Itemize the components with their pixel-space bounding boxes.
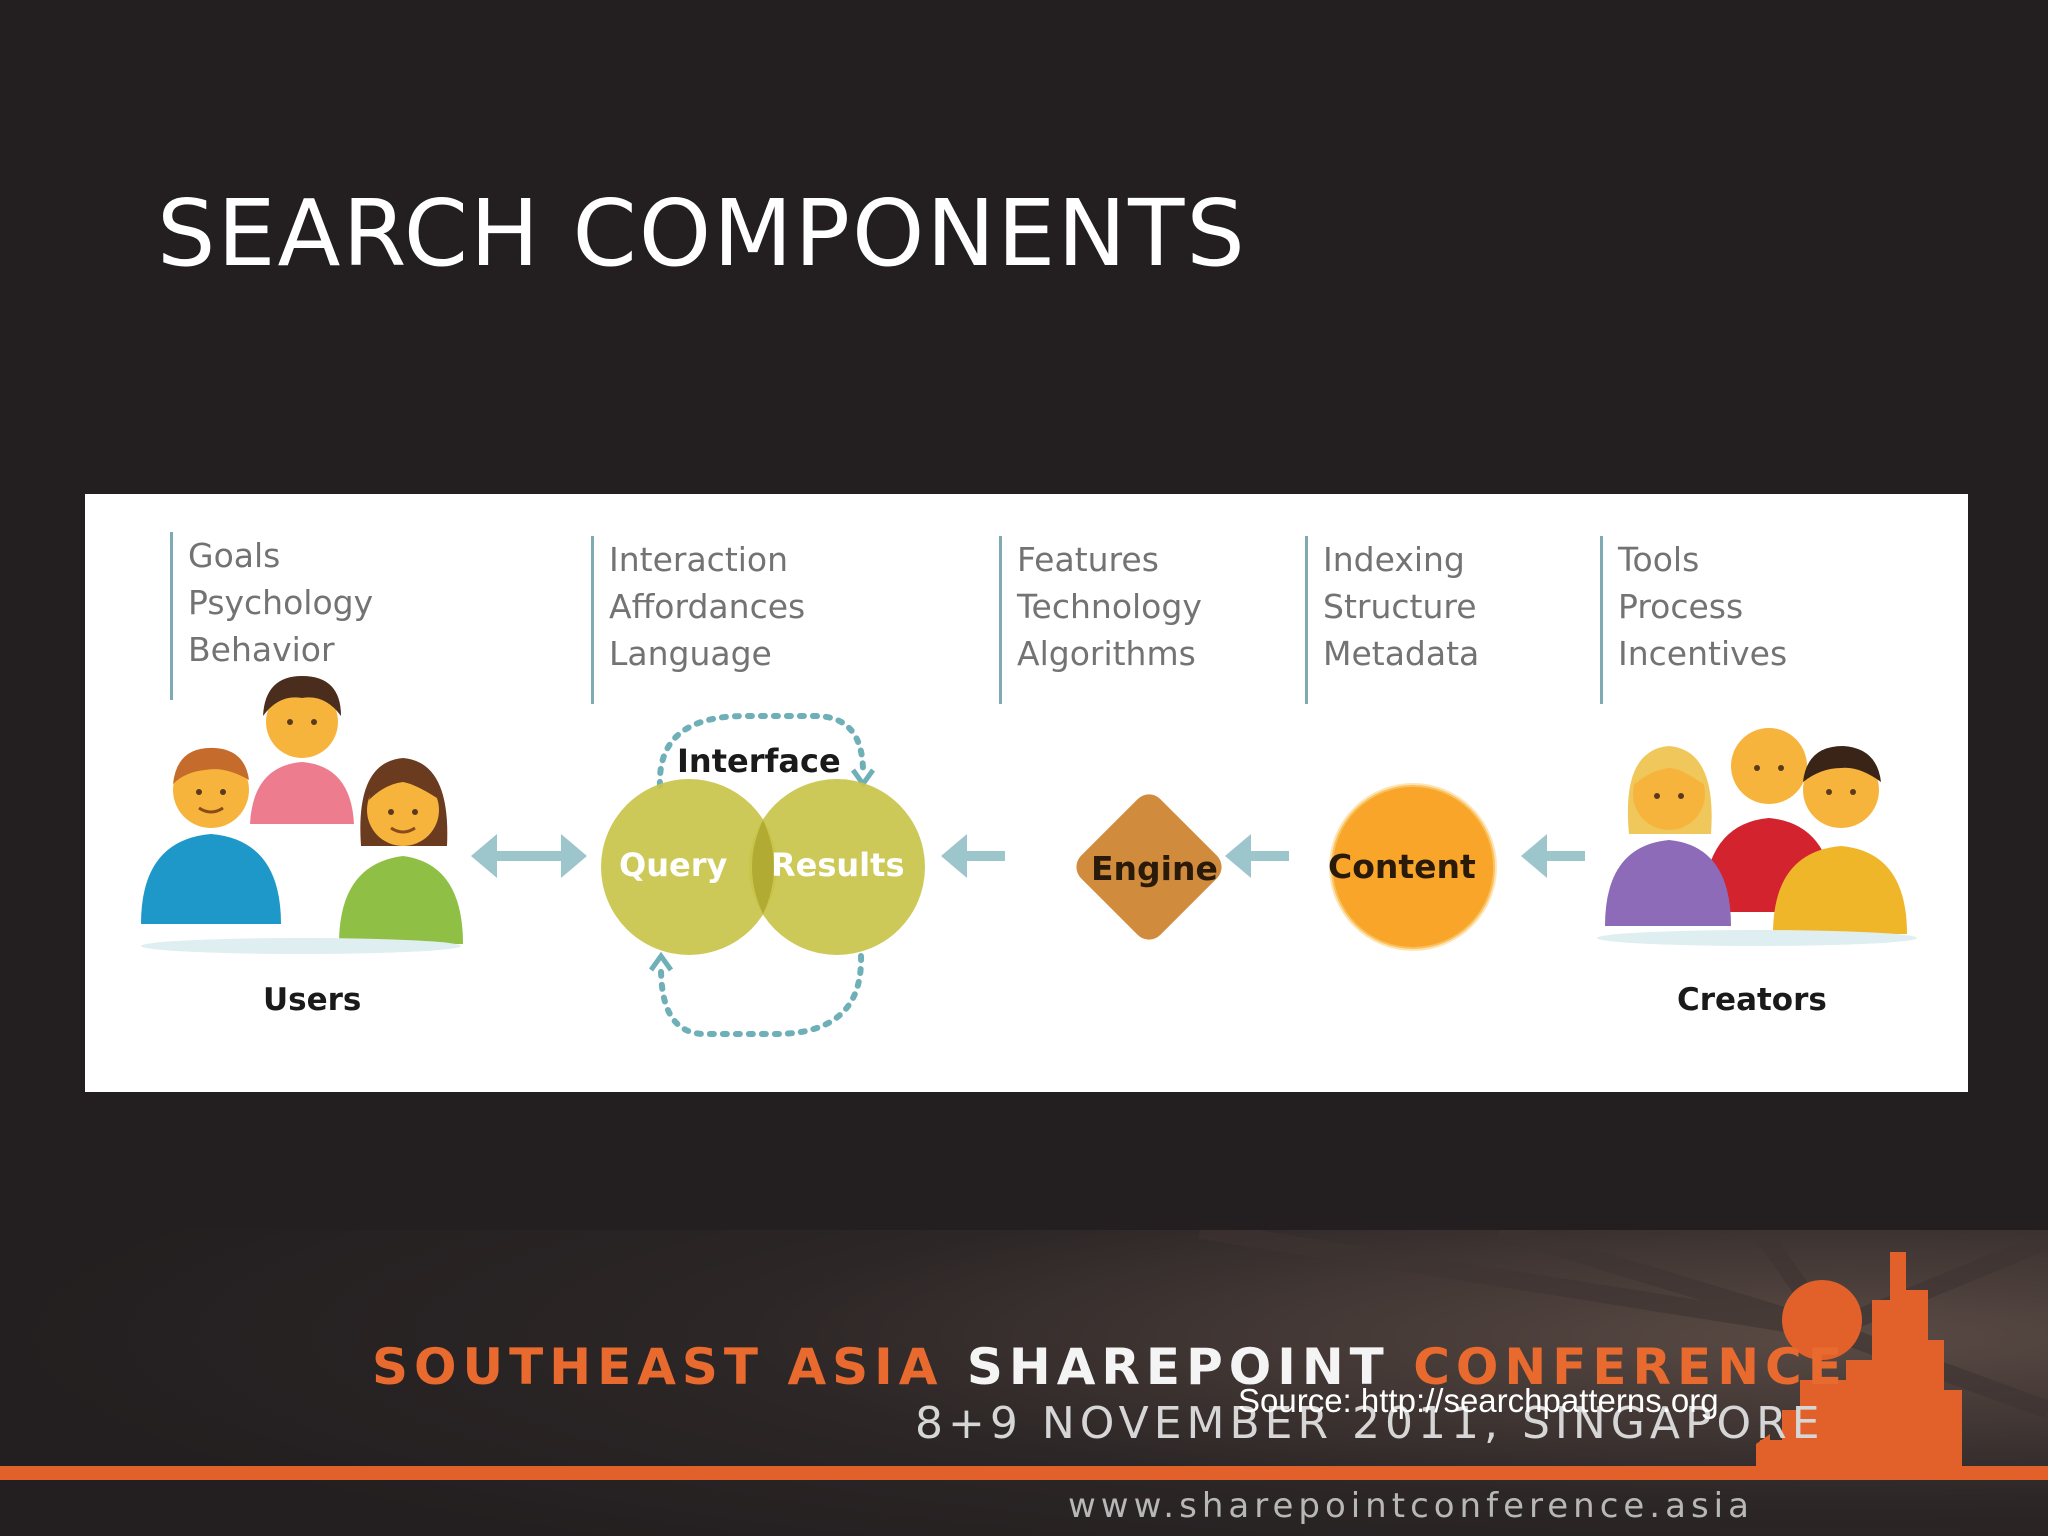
footer-divider [0,1466,2048,1480]
users-people-icon [141,676,463,954]
node-content: Content [1328,847,1476,886]
node-users: Users [263,982,362,1018]
content-circle [1329,783,1497,951]
diagram-illustration [141,676,1917,1037]
conference-date: 8+9 NOVEMBER 2011, SINGAPORE [915,1398,1825,1449]
source-citation: Source: http://searchpatterns.org [1238,1382,1719,1419]
conference-url: www.sharepointconference.asia [1068,1486,1754,1526]
node-engine: Engine [1091,849,1218,888]
label-behavior: Behavior [188,630,335,669]
search-components-diagram: Goals Psychology Behavior Interaction Af… [85,494,1968,1092]
label-algorithms: Algorithms [1017,634,1196,673]
node-creators: Creators [1677,982,1827,1018]
skyline-logo [1756,1252,1962,1466]
arrow-left-icon [1521,834,1585,878]
interface-label-group: Interaction Affordances Language [591,536,805,704]
node-interface: Interface [677,742,841,780]
label-indexing: Indexing [1323,540,1465,579]
label-features: Features [1017,540,1159,579]
node-query: Query [619,846,728,884]
footer-banner [0,1230,2048,1536]
query-results-circles [601,779,925,955]
users-label-group: Goals Psychology Behavior [170,532,373,700]
label-process: Process [1618,587,1744,626]
content-label-group: Indexing Structure Metadata [1305,536,1479,704]
label-incentives: Incentives [1618,634,1788,673]
engine-label-group: Features Technology Algorithms [999,536,1202,704]
creators-label-group: Tools Process Incentives [1600,536,1787,704]
creators-people-icon [1597,728,1917,946]
conference-title-part3: CONFERENCE [1413,1338,1848,1396]
label-metadata: Metadata [1323,634,1480,673]
label-tools: Tools [1618,540,1700,579]
slide-title: SEARCH COMPONENTS [157,180,1247,287]
label-language: Language [609,634,772,673]
label-structure: Structure [1323,587,1477,626]
label-psychology: Psychology [188,583,374,622]
double-arrow-icon [471,834,587,878]
label-affordances: Affordances [609,587,806,626]
conference-title: SOUTHEAST ASIA SHAREPOINT CONFERENCE [372,1338,1848,1396]
arrow-left-icon [1225,834,1289,878]
conference-title-part2: SHAREPOINT [966,1338,1414,1396]
label-interaction: Interaction [609,540,789,579]
arrow-left-icon [941,834,1005,878]
engine-diamond [1076,794,1222,940]
label-goals: Goals [188,536,281,575]
conference-title-part1: SOUTHEAST ASIA [372,1338,967,1396]
label-technology: Technology [1017,587,1202,626]
node-results: Results [771,846,905,884]
